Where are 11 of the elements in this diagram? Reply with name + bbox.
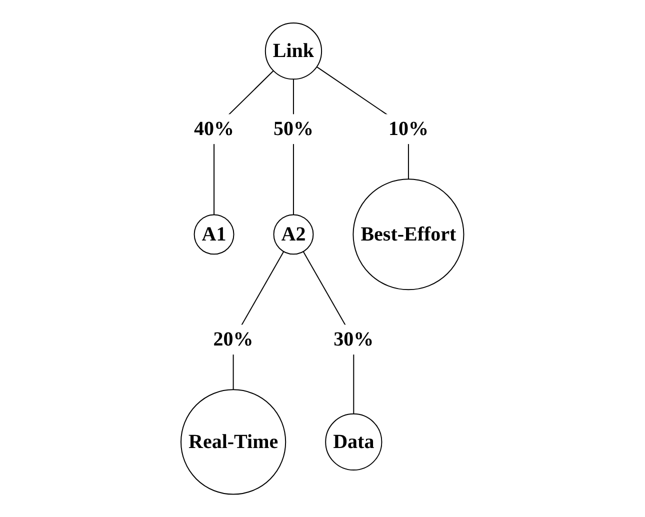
node-circle: A2 [273,214,314,254]
node-circle: Data [325,413,382,470]
node-circle: Link [265,22,322,80]
edge-label: 50% [274,118,314,140]
node-circle: Best-Effort [352,178,464,290]
node-circle: Real-Time [180,389,286,495]
edge-label: 20% [213,328,254,351]
edge-label: 30% [334,328,374,351]
node-circle: A1 [194,214,234,254]
edge-label: 40% [194,118,234,140]
edge-label: 10% [388,118,429,140]
